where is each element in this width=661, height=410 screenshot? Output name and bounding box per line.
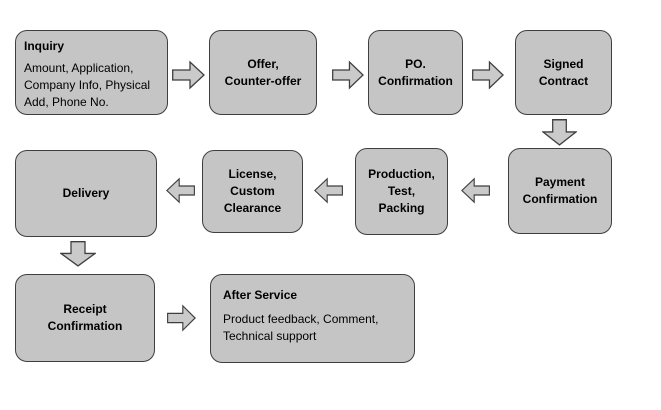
left-arrow-payment-to-production-icon bbox=[461, 177, 490, 204]
left-arrow-license-to-delivery-icon bbox=[166, 177, 195, 204]
right-arrow-offer-to-po-icon bbox=[332, 60, 364, 90]
node-license-label: License, Custom Clearance bbox=[223, 167, 282, 215]
node-po-label: PO. Confirmation bbox=[378, 56, 453, 88]
node-po-confirmation: PO. Confirmation bbox=[368, 30, 463, 115]
node-receipt-label: Receipt Confirmation bbox=[47, 302, 123, 333]
node-payment-label: Payment Confirmation bbox=[522, 175, 598, 206]
right-arrow-receipt-to-after-service-icon bbox=[167, 304, 196, 332]
down-arrow-signed-to-payment-icon bbox=[542, 119, 577, 146]
right-arrow-po-to-signed-icon bbox=[472, 60, 504, 90]
right-arrow-inquiry-to-offer-icon bbox=[172, 60, 205, 90]
node-offer-counter-offer: Offer, Counter-offer bbox=[209, 30, 317, 115]
node-payment-confirmation: Payment Confirmation bbox=[508, 148, 612, 234]
node-delivery: Delivery bbox=[15, 150, 157, 237]
left-arrow-production-to-license-icon bbox=[314, 177, 343, 204]
node-delivery-label: Delivery bbox=[62, 186, 110, 200]
node-license-custom-clearance: License, Custom Clearance bbox=[202, 150, 303, 233]
node-after-service-body: Product feedback, Comment, Technical sup… bbox=[223, 312, 379, 343]
node-offer-label: Offer, Counter-offer bbox=[224, 56, 302, 88]
node-production-test-packing: Production, Test, Packing bbox=[355, 148, 448, 235]
down-arrow-delivery-to-receipt-icon bbox=[60, 241, 96, 267]
node-after-service-title: After Service bbox=[223, 288, 298, 302]
node-inquiry-body: Amount, Application, Company Info, Physi… bbox=[24, 61, 151, 109]
node-signed-contract: Signed Contract bbox=[515, 30, 612, 115]
node-production-label: Production, Test, Packing bbox=[368, 167, 435, 215]
node-signed-label: Signed Contract bbox=[538, 56, 589, 88]
node-receipt-confirmation: Receipt Confirmation bbox=[15, 274, 155, 362]
node-inquiry-title: Inquiry bbox=[24, 39, 65, 53]
node-after-service: After Service Product feedback, Comment,… bbox=[210, 274, 415, 363]
node-inquiry: Inquiry Amount, Application, Company Inf… bbox=[15, 30, 168, 115]
